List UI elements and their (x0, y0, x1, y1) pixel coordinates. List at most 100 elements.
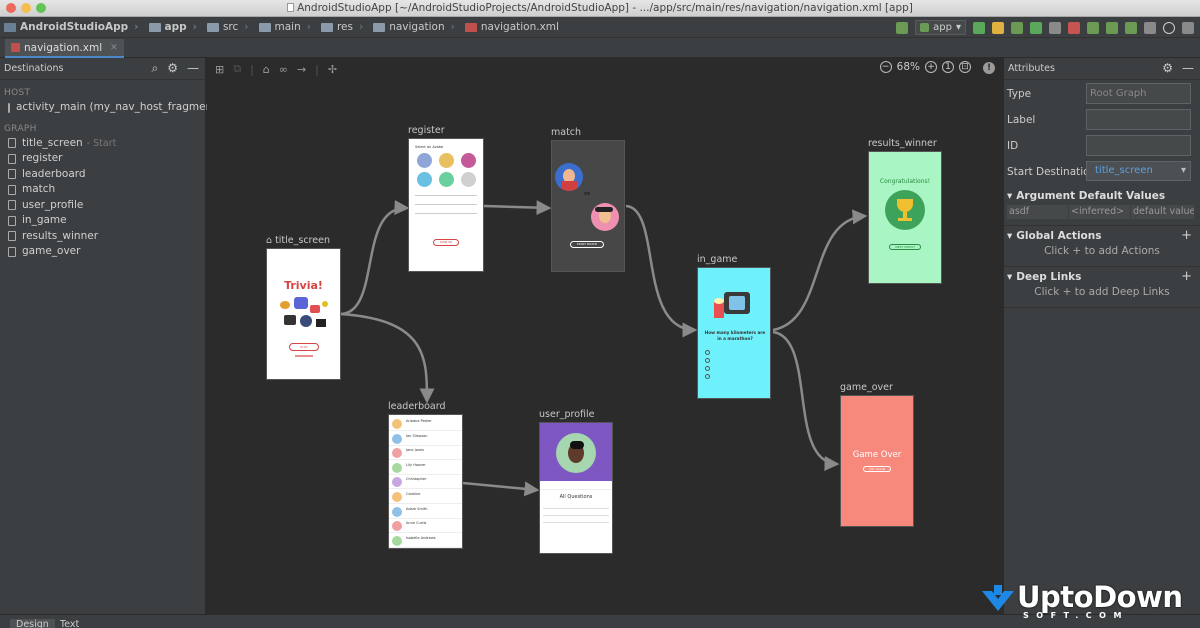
add-action-icon[interactable]: → (296, 62, 307, 76)
leaderboard-row: Jane Jones (389, 446, 462, 461)
instant-run-icon[interactable] (992, 21, 1004, 34)
search-icon[interactable] (1163, 21, 1175, 34)
breadcrumb-navigation[interactable]: navigation› (373, 21, 455, 33)
destinations-panel: Destinations ⌕ ⚙ — HOST activity_main (m… (0, 58, 220, 614)
game-over-heading: Game Over (852, 450, 902, 460)
fragment-icon (8, 200, 16, 211)
close-window-button[interactable] (6, 3, 16, 13)
leaderboard-name: Lily Hoover (406, 462, 426, 467)
close-tab-icon[interactable]: ✕ (110, 42, 118, 53)
profile-icon[interactable] (1030, 21, 1042, 34)
destination-item-register[interactable]: register (0, 151, 205, 167)
navigation-graph-canvas[interactable]: ⊞ ⧉ | ⌂ ∞ → | ✢ − 68% + 1 ⊡ ! (207, 58, 1003, 614)
action-title-to-register[interactable] (340, 200, 410, 316)
congrats-heading: Congratulations! (879, 178, 931, 185)
destination-item-user_profile[interactable]: user_profile (0, 198, 205, 214)
destination-item-title_screen[interactable]: title_screen- Start (0, 136, 205, 152)
avatar (392, 492, 402, 502)
graph-section-header: GRAPH (4, 123, 37, 134)
global-actions-section[interactable]: ▾Global Actions+ (1007, 228, 1192, 243)
sign-up-button: SIGN UP (433, 239, 459, 246)
add-deep-link-icon[interactable]: + (1181, 269, 1192, 284)
player-two-avatar (591, 203, 619, 231)
tab-navigation-xml[interactable]: navigation.xml ✕ (5, 39, 124, 58)
gear-icon[interactable]: ⚙ (167, 61, 178, 75)
action-match-to-in_game[interactable] (625, 204, 698, 338)
zoom-out-icon[interactable]: − (879, 61, 892, 73)
id-input[interactable] (1086, 135, 1191, 156)
home-icon[interactable]: ⌂ (262, 62, 270, 76)
breadcrumb-file[interactable]: navigation.xml (464, 21, 559, 33)
sdk-manager-icon[interactable] (1125, 21, 1137, 34)
minimize-window-button[interactable] (21, 3, 31, 13)
breadcrumb-app[interactable]: app› (148, 21, 197, 33)
dropdown-arrow-icon: ▾ (955, 22, 961, 33)
debug-icon[interactable] (1011, 21, 1023, 34)
leaderboard-row: Christopher (389, 475, 462, 490)
leaderboard-name: Ian Simpson (406, 433, 428, 438)
action-register-to-match[interactable] (483, 200, 552, 216)
zoom-reset-icon[interactable]: 1 (942, 61, 954, 73)
tab-design[interactable]: Design (10, 619, 55, 628)
zoom-controls: − 68% + 1 ⊡ (879, 61, 971, 73)
run-configuration-select[interactable]: app▾ (915, 20, 966, 35)
deep-links-section[interactable]: ▾Deep Links+ (1007, 269, 1192, 284)
deep-link-icon[interactable]: ∞ (278, 62, 288, 76)
apply-changes-icon[interactable] (973, 21, 985, 34)
action-title-to-leaderboard[interactable] (340, 312, 435, 404)
host-item[interactable]: activity_main (my_nav_host_fragment) (0, 100, 220, 116)
destination-item-match[interactable]: match (0, 182, 205, 198)
zoom-to-fit-icon[interactable]: ⊡ (959, 61, 971, 73)
new-destination-icon[interactable]: ⊞ (215, 62, 225, 76)
minimize-icon[interactable]: — (187, 61, 199, 75)
warnings-icon[interactable]: ! (983, 62, 995, 74)
navigation-bar: AndroidStudioApp› app› src› main› res› n… (0, 17, 1200, 38)
folder-icon (258, 22, 271, 32)
leaderboard-name: Isabelle Andrews (406, 535, 436, 540)
auto-arrange-icon[interactable]: ✢ (327, 62, 338, 76)
add-global-action-icon[interactable]: + (1181, 228, 1192, 243)
action-in_game-to-results_winner[interactable] (772, 209, 868, 332)
search-icon[interactable]: ⌕ (151, 61, 159, 75)
maximize-window-button[interactable] (36, 3, 46, 13)
sync-gradle-icon[interactable] (1087, 21, 1099, 34)
destination-item-game_over[interactable]: game_over (0, 244, 205, 260)
fragment-icon (8, 231, 16, 242)
breadcrumb-res[interactable]: res› (320, 21, 363, 33)
editor-mode-tabs: Design Text (0, 614, 1200, 628)
argument-default-value[interactable]: default value (1131, 205, 1195, 219)
minimize-icon[interactable]: — (1182, 61, 1194, 75)
uptodown-wordmark: UptoDown (1017, 580, 1183, 614)
next-match-button: NEXT MATCH (889, 244, 921, 250)
gear-icon[interactable]: ⚙ (1162, 61, 1173, 75)
action-leaderboard-to-user_profile[interactable] (462, 481, 540, 497)
label-input[interactable] (1086, 109, 1191, 130)
project-structure-icon[interactable] (1144, 21, 1156, 34)
stop-icon[interactable] (1068, 21, 1080, 34)
argument-name[interactable]: asdf (1007, 205, 1069, 219)
collapse-arrow-icon: ▾ (1007, 190, 1013, 202)
try-again-button: TRY AGAIN (863, 466, 891, 472)
breadcrumb-main[interactable]: main› (258, 21, 311, 33)
leaderboard-row: Ariadna Parker (389, 417, 462, 431)
leaderboard-name: Caroline (406, 492, 421, 496)
destination-item-results_winner[interactable]: results_winner (0, 229, 205, 245)
attach-debugger-icon[interactable] (1049, 21, 1061, 34)
argument-type[interactable]: <inferred> (1069, 205, 1131, 219)
destination-item-leaderboard[interactable]: leaderboard (0, 167, 205, 183)
folder-icon (148, 22, 161, 32)
tab-text[interactable]: Text (60, 619, 80, 628)
hammer-build-icon[interactable] (896, 21, 909, 34)
start-destination-select[interactable]: title_screen▾ (1086, 161, 1191, 181)
vs-label: vs (584, 191, 591, 197)
action-in_game-to-game_over[interactable] (772, 330, 840, 471)
breadcrumb-src[interactable]: src› (206, 21, 249, 33)
argument-defaults-section[interactable]: ▾Argument Default Values (1007, 190, 1166, 202)
event-log-icon[interactable] (1182, 21, 1194, 34)
nav-graph-file-icon (464, 22, 477, 32)
destination-item-in_game[interactable]: in_game (0, 213, 205, 229)
zoom-in-icon[interactable]: + (925, 61, 937, 73)
avatar (392, 433, 402, 444)
avd-manager-icon[interactable] (1106, 21, 1118, 34)
breadcrumb-project[interactable]: AndroidStudioApp› (4, 21, 139, 33)
